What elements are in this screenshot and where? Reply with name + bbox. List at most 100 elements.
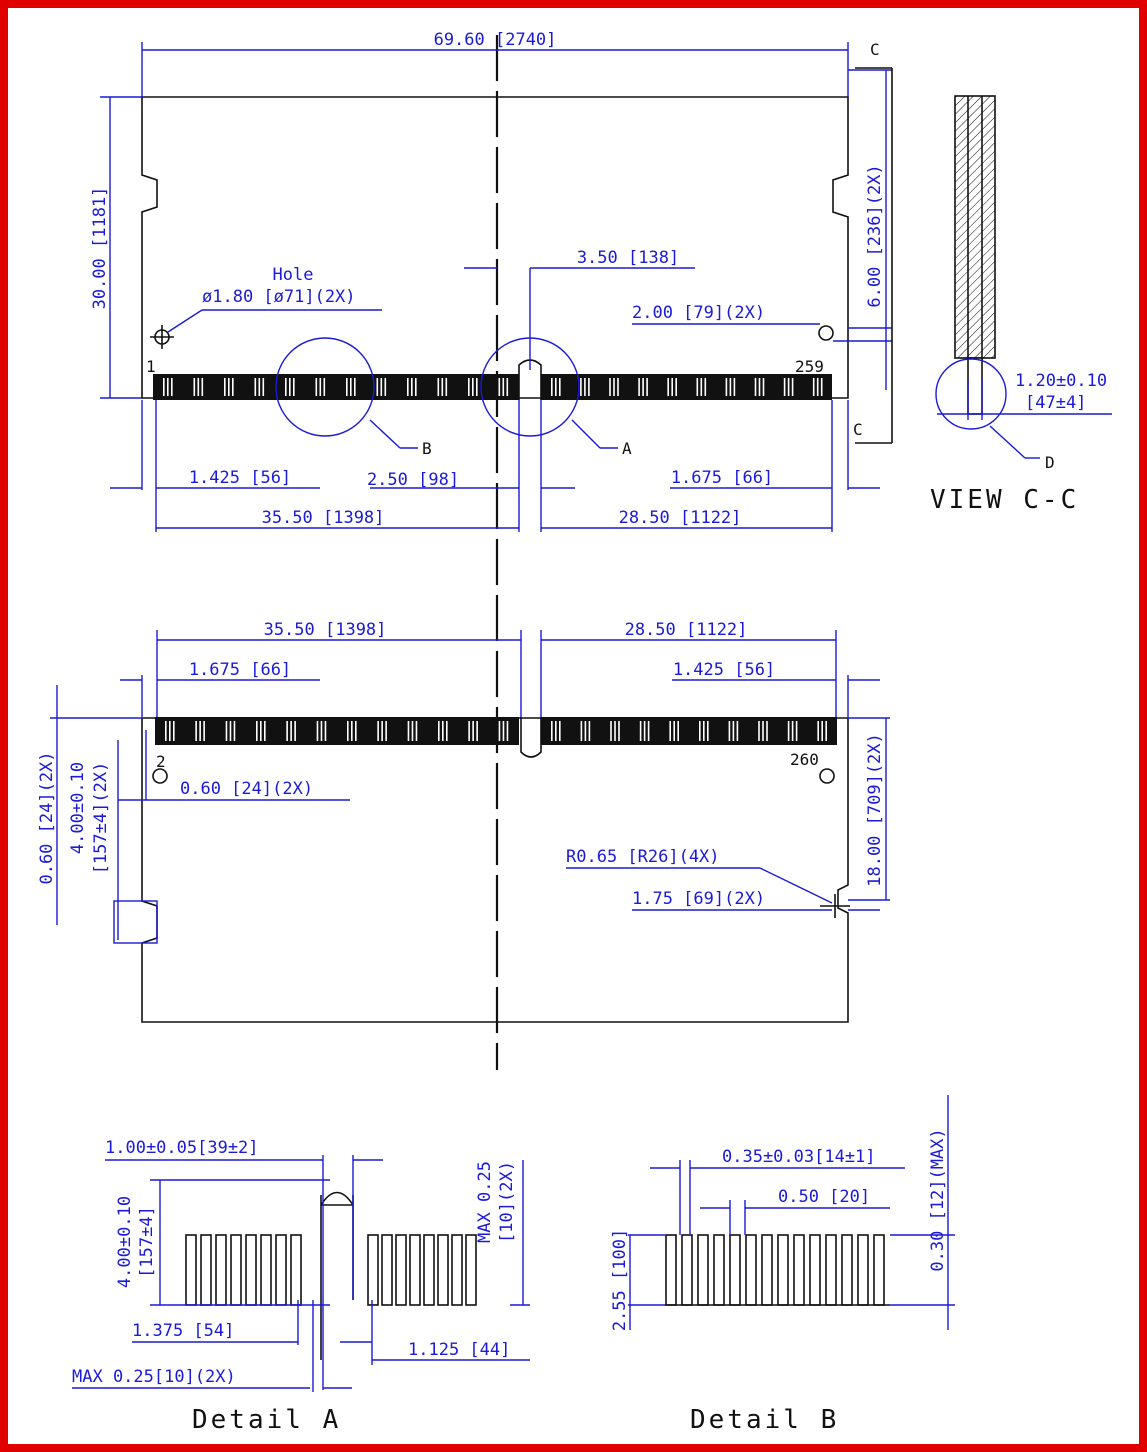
right-span-label: 28.50 [1122] [619,508,742,528]
section-c-top: C [870,40,880,59]
bottom-left-hole [152,768,168,784]
pad-gap [506,378,509,396]
pad-gap [699,721,701,741]
pad-gap [646,378,648,396]
contact-pad [215,1234,227,1306]
b-left-span-label: 35.50 [1398] [264,620,387,640]
section-edge [967,357,983,415]
pad-gap [199,721,201,741]
pad-gap [229,721,232,741]
pad-gap [502,721,505,741]
view-cc-title: VIEW C-C [930,485,1079,515]
detail-b-circle [275,337,375,437]
pad-gap [667,378,669,396]
pad-gap [639,721,642,741]
pad-gap [262,378,265,396]
pad-gap [324,721,327,741]
pitch-label: 0.50 [20] [778,1187,870,1207]
contact-pad [841,1234,853,1306]
detail-a-leader [571,419,601,449]
detail-a-right-pad-group [367,1234,477,1306]
pad-gap [438,721,440,741]
contact-pad [745,1234,757,1306]
pad-length-label: 2.55 [100] [610,1229,630,1331]
pad-gap [384,378,387,396]
pad-gap [812,378,815,396]
pad-gap [232,378,234,396]
bottom-view: 2 260 35.50 [1398] 28.50 [1122] 1.675 [6… [37,620,890,1023]
pad-gap [376,378,379,396]
pad-gap [584,721,587,741]
pad-gap [673,721,675,741]
pad-gap [351,721,353,741]
pad-gap [354,378,356,396]
top-pin-strip-left [153,374,519,400]
max-bottom-label: MAX 0.25[10](2X) [72,1367,236,1387]
contact-pad [761,1234,773,1306]
contact-pad [697,1234,709,1306]
pad-gap [795,721,798,741]
contact-pad [777,1234,789,1306]
radius-leader [759,867,833,904]
contact-pad [423,1234,435,1306]
detail-d-circle [935,358,1007,430]
contact-pad [809,1234,821,1306]
contact-pad [713,1234,725,1306]
pad-gap [732,721,735,741]
pad-gap [588,378,590,396]
pad-gap [703,721,705,741]
pad-gap [468,378,470,396]
pad-gap [258,378,261,396]
top-module-outline [141,96,849,399]
detail-a-left-pad-group [185,1234,302,1306]
contact-pad [200,1234,212,1306]
pad-gap [233,721,236,741]
pin-2-label: 2 [156,752,166,771]
height-label: 30.00 [1181] [90,187,110,310]
pad-gap [290,721,292,741]
bottom-module-outline [141,717,849,1023]
notch-width-label: 1.75 [69](2X) [632,889,765,909]
pad-gap [762,378,765,396]
pad-gap [468,721,470,741]
pad-gap [225,721,228,741]
pad-gap [411,378,413,396]
pad-gap [256,721,258,741]
contact-pad [873,1234,885,1306]
pad-gap [783,378,786,396]
contact-pad [230,1234,242,1306]
pad-gap [201,378,204,396]
pad-gap [347,721,349,741]
pad-gap [472,378,474,396]
pad-gap [787,721,790,741]
pad-gap [613,378,615,396]
right-edge-label: 1.675 [66] [671,468,773,488]
pad-gap [647,721,650,741]
detail-b-title: Detail B [690,1405,839,1435]
pad-gap [580,378,582,396]
pad-gap [407,378,409,396]
left-edge-label: 1.425 [56] [189,468,291,488]
pad-gap [346,378,348,396]
contact-pad [465,1234,477,1306]
pad-gap [551,378,553,396]
contact-pad [825,1234,837,1306]
pad-gap [289,378,291,396]
pad-gap [315,378,318,396]
contact-pad [681,1234,693,1306]
pad-gap [618,721,620,741]
pad-gap [821,721,823,741]
pad-gap [506,721,509,741]
pad-gap [791,378,794,396]
side-height-label: 18.00 [709](2X) [865,733,885,887]
pad-gap [442,721,444,741]
pad-gap [609,378,611,396]
bottom-right-hole [819,768,835,784]
detail-a-ref: A [622,439,632,458]
notch-offset-label: 3.50 [138] [577,248,679,268]
pad-gap [165,721,167,741]
pad-gap [293,378,295,396]
pad-gap [638,378,640,396]
detail-a-title: Detail A [192,1405,341,1435]
